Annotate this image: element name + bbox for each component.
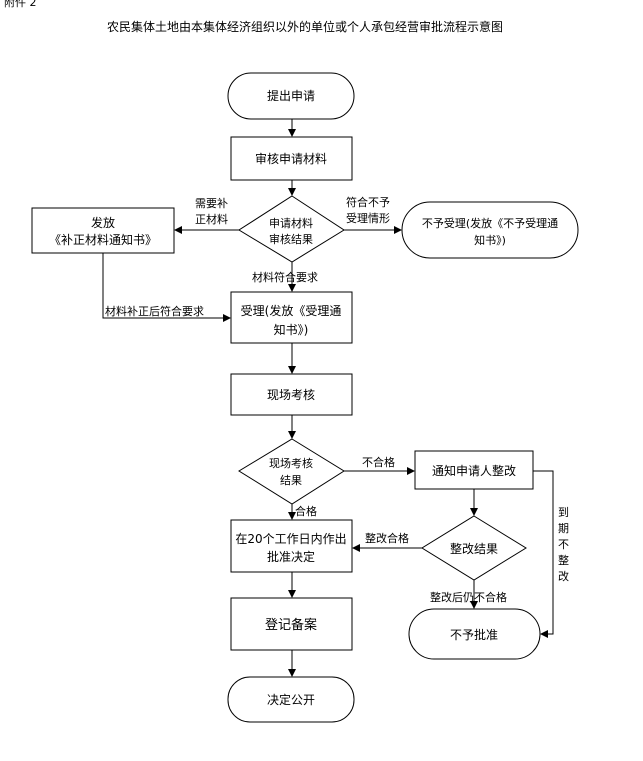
node-publish: [227, 676, 355, 723]
label-rectify-result: 整改结果: [450, 541, 498, 556]
edge-expired-3: 不: [558, 538, 569, 551]
edge-rectify-fail: 整改后仍不合格: [430, 590, 507, 604]
edge-expired-4: 整: [558, 553, 569, 567]
label-accept-2: 知书》): [274, 323, 309, 337]
node-approve: [230, 519, 353, 573]
label-site-check: 现场考核: [267, 388, 315, 402]
edge-not-meet-2: 受理情形: [346, 212, 390, 225]
edge-not-meet-1: 符合不予: [346, 195, 390, 209]
label-review-result-2: 审核结果: [269, 232, 313, 246]
corner-label: 附件 2: [4, 0, 37, 9]
label-supplement-2: 《补正材料通知书》: [49, 233, 157, 247]
label-approve-1: 在20个工作日内作出: [235, 532, 346, 546]
label-reject-accept-1: 不予受理(发放《不予受理通: [422, 216, 558, 230]
label-publish: 决定公开: [267, 692, 315, 707]
edge-need-supplement-1: 需要补: [195, 197, 228, 210]
label-review-materials: 审核申请材料: [255, 151, 327, 166]
label-review-result-1: 申请材料: [269, 216, 313, 230]
edge-expired-2: 期: [558, 522, 569, 535]
edge-need-supplement-2: 正材料: [195, 212, 228, 226]
edge-expired-1: 到: [558, 506, 569, 519]
label-register: 登记备案: [265, 617, 317, 633]
label-approve-2: 批准决定: [267, 549, 315, 564]
arrow-supplement-to-accept: [102, 253, 231, 322]
edge-qualified: 合格: [295, 504, 317, 518]
node-apply: [227, 72, 355, 120]
label-reject-approve: 不予批准: [450, 627, 498, 642]
edge-expired-5: 改: [558, 569, 569, 583]
label-accept-1: 受理(发放《受理通: [241, 303, 342, 318]
label-supplement-1: 发放: [91, 215, 115, 230]
label-apply: 提出申请: [267, 88, 315, 103]
label-site-result-1: 现场考核: [269, 456, 313, 470]
arrow-expired-to-reject: [533, 470, 554, 638]
node-site-result: [238, 438, 345, 505]
edge-rectify-ok: 整改合格: [365, 531, 409, 545]
edge-supplemented: 材料补正后符合要求: [105, 304, 204, 318]
node-reject-accept: [401, 201, 579, 259]
diagram-title: 农民集体土地由本集体经济组织以外的单位或个人承包经营审批流程示意图: [107, 19, 503, 34]
label-site-result-2: 结果: [280, 474, 302, 487]
label-notify-rectify: 通知申请人整改: [432, 463, 516, 478]
label-reject-accept-2: 知书》): [474, 233, 506, 247]
edge-meets: 材料符合要求: [252, 270, 318, 284]
edge-unqualified: 不合格: [362, 455, 395, 469]
